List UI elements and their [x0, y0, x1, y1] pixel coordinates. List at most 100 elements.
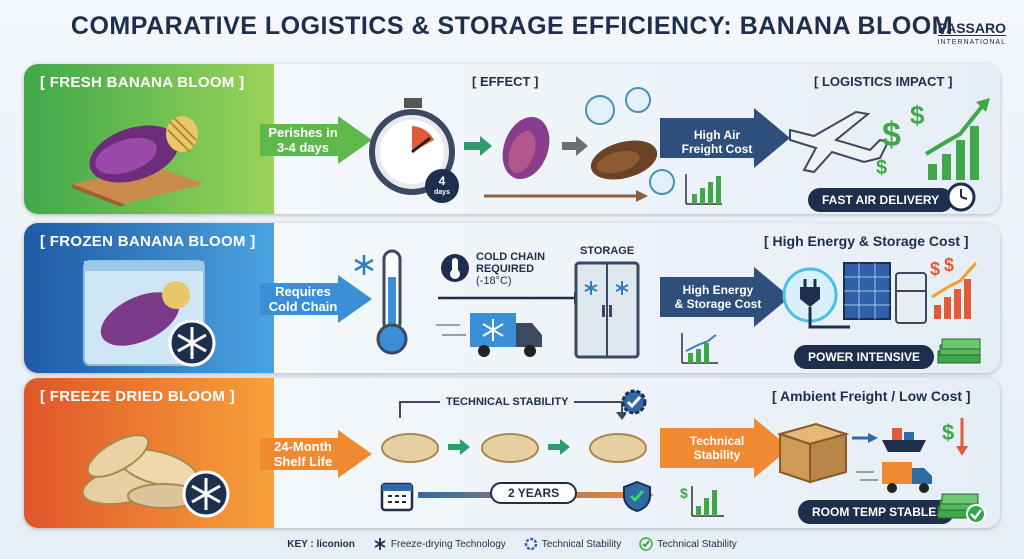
- dried-label: [ FREEZE DRIED BLOOM ]: [40, 388, 235, 405]
- frozen-cost-line2: & Storage Cost: [674, 297, 762, 311]
- frozen-panel: [ FROZEN BANANA BLOOM ]: [24, 223, 274, 373]
- cash-check-icon: [937, 493, 986, 524]
- dried-impact-header: [ Ambient Freight / Low Cost ]: [772, 388, 971, 404]
- svg-text:$: $: [910, 100, 925, 130]
- cold-chain-label: COLD CHAIN REQUIRED (-18°C): [476, 251, 545, 287]
- cash-stack-icon: [937, 338, 981, 364]
- dollar-chart-icon: $: [680, 485, 724, 517]
- timer-unit: days: [434, 189, 450, 196]
- snowflake-key-icon: [374, 538, 386, 550]
- frozen-bloom-bag-illustration: [83, 260, 216, 367]
- svg-text:$: $: [930, 259, 940, 279]
- fresh-cost-line1: High Air: [693, 128, 741, 142]
- cold-chain-thermometer-icon: [441, 254, 469, 282]
- dried-arrow-line2: Shelf Life: [273, 454, 333, 469]
- fast-air-delivery-badge: FAST AIR DELIVERY: [808, 188, 954, 212]
- frozen-arrow-line2: Cold Chain: [268, 299, 338, 314]
- svg-text:$: $: [680, 485, 688, 501]
- fresh-cost-text: High Air Freight Cost: [672, 128, 762, 156]
- fresh-arrow-shape: [260, 116, 372, 164]
- small-growth-chart-icon: [681, 333, 718, 364]
- calendar-icon: [380, 482, 414, 512]
- gear-key-icon: [524, 537, 538, 551]
- power-intensive-badge: POWER INTENSIVE: [794, 345, 935, 369]
- dollar-growth-icon: $ $ $: [876, 98, 990, 180]
- decay-sequence: [464, 87, 675, 202]
- cold-chain-line1: COLD CHAIN: [476, 251, 546, 263]
- dried-arrow-shape: [260, 430, 372, 478]
- brand-subtitle: INTERNATIONAL: [937, 35, 1006, 49]
- technical-stability-label: TECHNICAL STABILITY: [440, 396, 575, 408]
- cold-chain-line2: REQUIRED: [476, 263, 535, 275]
- snowflake-icon: [354, 255, 374, 275]
- fresh-panel: [ FRESH BANANA BLOOM ]: [24, 64, 274, 214]
- storage-label: STORAGE: [580, 245, 635, 257]
- frozen-arrow-shape: [260, 275, 372, 323]
- thermometer-icon: [376, 249, 408, 355]
- svg-text:$: $: [944, 255, 954, 275]
- two-years-badge: 2 YEARS: [490, 482, 578, 504]
- chips-sequence: [381, 433, 647, 463]
- dried-stability-line2: Stability: [693, 448, 741, 462]
- key-item3-label: Technical Stability: [657, 538, 737, 550]
- fresh-bloom-illustration: [72, 116, 204, 206]
- fresh-cost-line2: Freight Cost: [681, 142, 753, 156]
- clock-icon: [946, 182, 976, 212]
- fresh-arrow-line2: 3-4 days: [276, 140, 330, 155]
- gear-check-icon: [621, 389, 647, 415]
- svg-text:$: $: [942, 420, 954, 445]
- frozen-impact-header: [ High Energy & Storage Cost ]: [764, 233, 969, 249]
- frozen-label: [ FROZEN BANANA BLOOM ]: [40, 233, 256, 250]
- key-item-check: Technical Stability: [639, 537, 737, 551]
- key-item2-label: Technical Stability: [541, 538, 622, 550]
- fresh-cost-arrow: [660, 108, 790, 168]
- timer-number: 4: [438, 174, 446, 188]
- dried-stability-line1: Technical: [689, 434, 745, 448]
- dried-chips-illustration: [81, 434, 230, 518]
- refrigerated-truck-icon: [436, 313, 542, 357]
- svg-text:$: $: [876, 157, 887, 179]
- page-title: COMPARATIVE LOGISTICS & STORAGE EFFICIEN…: [70, 12, 954, 40]
- key-title-text: KEY : liconion: [287, 538, 355, 550]
- key-title: KEY : liconion: [287, 539, 355, 550]
- svg-text:$: $: [882, 116, 901, 154]
- dried-stability-arrow: [660, 418, 790, 478]
- effect-column-header: [ EFFECT ]: [472, 74, 539, 89]
- impact-column-header: [ LOGISTICS IMPACT ]: [814, 74, 953, 89]
- frozen-cost-arrow: [660, 267, 790, 327]
- airplane-icon: [789, 110, 890, 174]
- key-item1-label: Freeze-drying Technology: [390, 538, 506, 550]
- brand-name: PASSARO: [937, 20, 1006, 36]
- dried-panel: [ FREEZE DRIED BLOOM ]: [24, 378, 274, 528]
- key-item-gear: Technical Stability: [524, 537, 621, 551]
- dried-arrow-line1: 24-Month: [274, 439, 332, 454]
- check-key-icon: [639, 537, 653, 551]
- legend-key: KEY : liconion Freeze-drying Technology …: [0, 537, 1024, 551]
- frozen-arrow-line1: Requires: [275, 284, 331, 299]
- box-ship-truck-icon: $: [776, 418, 968, 493]
- shield-check-icon: [623, 480, 651, 512]
- fresh-arrow-line1: Perishes in: [268, 125, 338, 140]
- fresh-label: [ FRESH BANANA BLOOM ]: [40, 74, 245, 91]
- cold-chain-arrow: [438, 292, 588, 304]
- stopwatch-icon: [369, 98, 459, 203]
- key-item-freeze-drying: Freeze-drying Technology: [373, 537, 506, 551]
- frozen-cost-line1: High Energy: [682, 283, 754, 297]
- brand-logo: PASSARO INTERNATIONAL: [937, 20, 1006, 49]
- frozen-cost-text: High Energy & Storage Cost: [668, 283, 768, 311]
- small-bar-chart-icon: [685, 174, 722, 205]
- power-plug-solar-icon: $ $: [782, 255, 978, 329]
- dried-stability-text: Technical Stability: [672, 434, 762, 462]
- timer-badge: 4 days: [431, 174, 453, 198]
- room-temp-stable-badge: ROOM TEMP STABLE.: [798, 500, 954, 524]
- cold-chain-temperature: (-18°C): [476, 275, 512, 287]
